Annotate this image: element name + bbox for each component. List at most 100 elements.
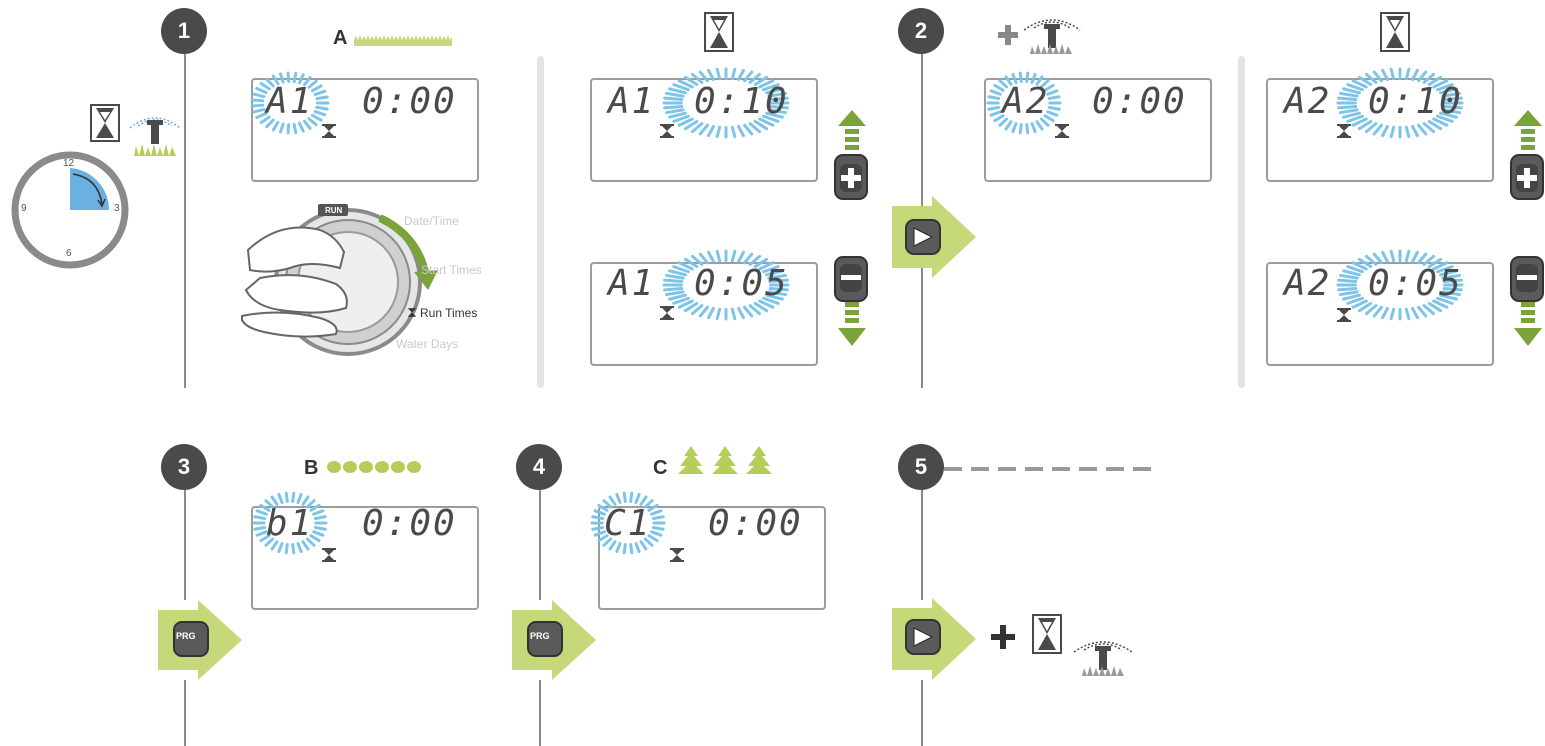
- flash-spike: [1442, 104, 1463, 110]
- hourglass-small-icon: [322, 124, 336, 138]
- hourglass-small-icon: [1337, 124, 1351, 138]
- lcd-zone-text: A2: [1002, 81, 1050, 122]
- next-button[interactable]: [892, 598, 978, 680]
- flash-spike: [1441, 273, 1461, 280]
- minus-button[interactable]: [834, 256, 868, 302]
- flash-spike: [1442, 286, 1463, 292]
- flash-spike: [307, 79, 318, 89]
- flash-spike: [748, 254, 762, 266]
- dial-water-days-label: Water Days: [396, 337, 459, 351]
- flash-spike: [665, 108, 685, 115]
- step-badge-3: 3: [161, 444, 207, 490]
- hourglass-small-icon: [1055, 124, 1069, 138]
- flash-spike: [665, 273, 685, 280]
- flash-spike: [1346, 114, 1364, 123]
- controller-dial-illustration: [241, 204, 438, 356]
- flash-spike: [278, 72, 285, 84]
- flash-spike: [259, 534, 271, 543]
- flash-spike: [639, 495, 648, 506]
- flash-spike: [1372, 70, 1383, 83]
- flash-spike: [1047, 95, 1061, 101]
- flash-spike: [647, 503, 659, 512]
- flash-spike: [1004, 75, 1013, 86]
- prg-button[interactable]: [158, 600, 244, 680]
- flash-spike: [286, 123, 291, 135]
- flash-spike: [765, 111, 784, 119]
- flash-spike: [650, 530, 663, 537]
- flash-spike: [768, 96, 789, 102]
- flash-spike: [1381, 306, 1389, 320]
- flash-spike: [1436, 296, 1454, 305]
- flash-spike: [253, 525, 267, 531]
- flash-spike: [1389, 307, 1396, 321]
- flash-spike: [1441, 91, 1461, 98]
- flash-spike: [762, 114, 780, 123]
- flash-spike: [767, 91, 787, 98]
- flash-spike: [1389, 125, 1396, 139]
- flash-spike: [1364, 72, 1378, 84]
- flash-spike: [1035, 75, 1044, 86]
- flash-spike: [690, 254, 704, 266]
- step-badge-5: 5: [898, 444, 944, 490]
- flash-spike: [1351, 261, 1368, 271]
- flash-spike: [259, 115, 271, 125]
- flash-spike: [1411, 124, 1419, 138]
- plus-button[interactable]: [1510, 154, 1544, 200]
- flash-spike: [634, 492, 641, 504]
- flash-spike: [1018, 71, 1023, 84]
- hourglass-small-icon: [322, 548, 336, 562]
- lcd-zone-text: A2: [1284, 263, 1332, 304]
- lcd-zone-text: A2: [1284, 81, 1332, 122]
- flash-spike: [270, 495, 279, 506]
- flash-spike: [1381, 250, 1389, 264]
- step3-guide-line-lower: [184, 680, 186, 746]
- flash-spike: [758, 299, 775, 309]
- flash-spike: [305, 537, 316, 547]
- flash-spike: [987, 95, 1001, 101]
- flash-spike: [647, 534, 659, 543]
- flash-spike: [677, 261, 694, 271]
- flash-spike: [737, 68, 745, 82]
- flash-spike: [264, 537, 275, 547]
- flash-spike: [259, 81, 271, 91]
- lcd-zone-text: A1: [266, 81, 314, 122]
- flash-spike: [765, 87, 784, 95]
- down-arrow-icon: [838, 302, 866, 346]
- minus-button[interactable]: [1510, 256, 1544, 302]
- flash-spike: [302, 119, 312, 130]
- lcd-time-text: 0:10: [1368, 81, 1463, 122]
- flash-spike: [250, 103, 265, 108]
- prg-button[interactable]: [512, 600, 598, 680]
- flash-spike: [291, 491, 296, 504]
- flash-spike: [1441, 290, 1461, 297]
- flash-spike: [1351, 299, 1368, 309]
- group-c-label: C: [653, 457, 668, 479]
- plus-button[interactable]: [834, 154, 868, 200]
- plus-icon: [991, 625, 1015, 649]
- flash-spike: [1357, 120, 1373, 131]
- flash-spike: [683, 75, 699, 86]
- flash-spike: [312, 509, 325, 516]
- hourglass-icon: [1032, 614, 1062, 654]
- flash-spike: [698, 70, 709, 83]
- grass-icon: [354, 35, 452, 46]
- flash-spike: [698, 305, 709, 318]
- dial-run-label: RUN: [325, 206, 343, 215]
- flash-spike: [715, 67, 722, 81]
- flash-spike: [765, 293, 784, 301]
- step-badge-2: 2: [898, 8, 944, 54]
- flash-spike: [259, 503, 271, 512]
- flash-spike: [1030, 72, 1037, 84]
- flash-spike: [1039, 79, 1050, 89]
- next-button[interactable]: [892, 196, 978, 278]
- flash-spike: [707, 306, 715, 320]
- dial-run-times-label: Run Times: [420, 306, 478, 320]
- flash-spike: [1411, 68, 1419, 82]
- flash-spike: [1337, 104, 1358, 110]
- flash-spike: [302, 76, 312, 87]
- hourglass-small-icon: [660, 124, 674, 138]
- step3-guide-line: [184, 490, 186, 600]
